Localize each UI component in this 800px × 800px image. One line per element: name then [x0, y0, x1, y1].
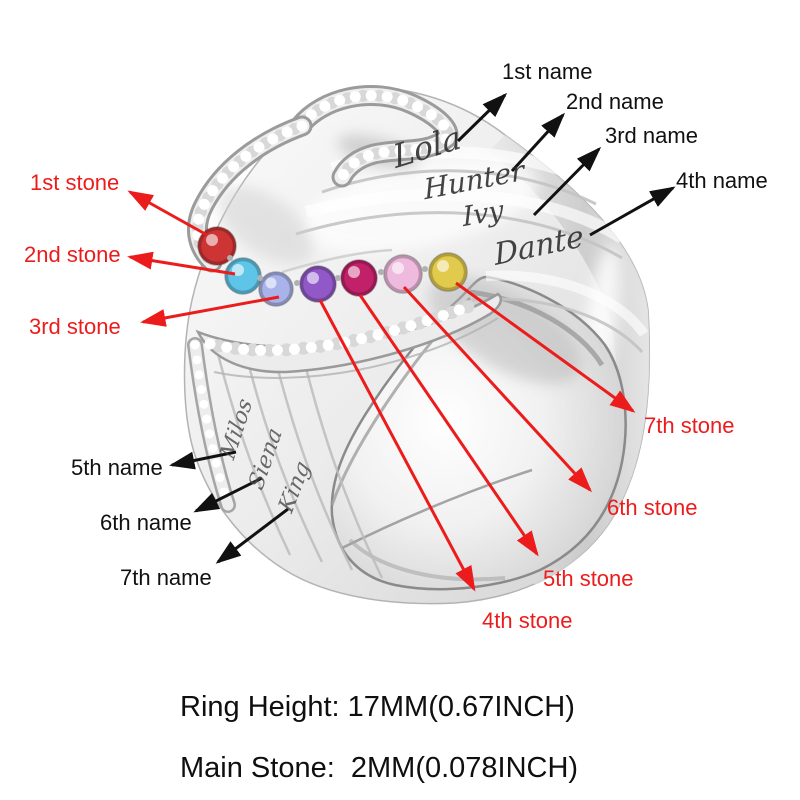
- stone-3: [258, 271, 294, 307]
- left-edge-pave: [187, 337, 236, 513]
- arrow-4th-stone: [318, 299, 476, 592]
- label-7th-name: 7th name: [120, 565, 212, 590]
- stone-5: [340, 259, 378, 297]
- arrow-2nd-name: [510, 112, 566, 173]
- stone-1: [197, 226, 237, 266]
- heart-pave-band: [187, 84, 459, 273]
- stone-6: [383, 254, 423, 294]
- stone-arrows: [127, 190, 636, 592]
- arrow-1st-stone: [127, 190, 208, 237]
- label-6th-stone: 6th stone: [607, 495, 698, 520]
- stone-2: [224, 257, 262, 295]
- swoosh-pave-band: [195, 292, 502, 379]
- label-2nd-name: 2nd name: [566, 89, 664, 114]
- arrow-5th-stone: [358, 294, 539, 557]
- arrow-2nd-stone: [127, 251, 236, 276]
- arrow-7th-stone: [455, 281, 636, 413]
- label-5th-name: 5th name: [71, 455, 163, 480]
- arrow-6th-name: [193, 476, 263, 513]
- name-arrows: [169, 92, 676, 564]
- ring-photo: [183, 84, 651, 605]
- label-1st-name: 1st name: [502, 59, 593, 84]
- label-6th-name: 6th name: [100, 510, 192, 535]
- stone-7: [428, 252, 468, 292]
- label-1st-stone: 1st stone: [30, 170, 120, 195]
- arrow-3rd-name: [532, 146, 602, 217]
- label-2nd-stone: 2nd stone: [24, 242, 121, 267]
- spec-main-stone: Main Stone: 2MM(0.078INCH): [180, 752, 579, 784]
- arrow-4th-name: [589, 186, 676, 237]
- label-3rd-name: 3rd name: [605, 123, 698, 148]
- label-3rd-stone: 3rd stone: [29, 314, 121, 339]
- arrow-6th-stone: [402, 285, 593, 493]
- label-5th-stone: 5th stone: [543, 566, 634, 591]
- label-4th-stone: 4th stone: [482, 608, 573, 633]
- arrow-3rd-stone: [140, 295, 280, 327]
- label-7th-stone: 7th stone: [644, 413, 735, 438]
- arrow-1st-name: [456, 92, 508, 143]
- spec-ring-height: Ring Height: 17MM(0.67INCH): [180, 691, 575, 723]
- birthstone-row: [197, 226, 468, 307]
- arrow-5th-name: [169, 450, 237, 470]
- label-4th-name: 4th name: [676, 168, 768, 193]
- stone-4: [299, 265, 337, 303]
- arrow-7th-name: [215, 507, 289, 564]
